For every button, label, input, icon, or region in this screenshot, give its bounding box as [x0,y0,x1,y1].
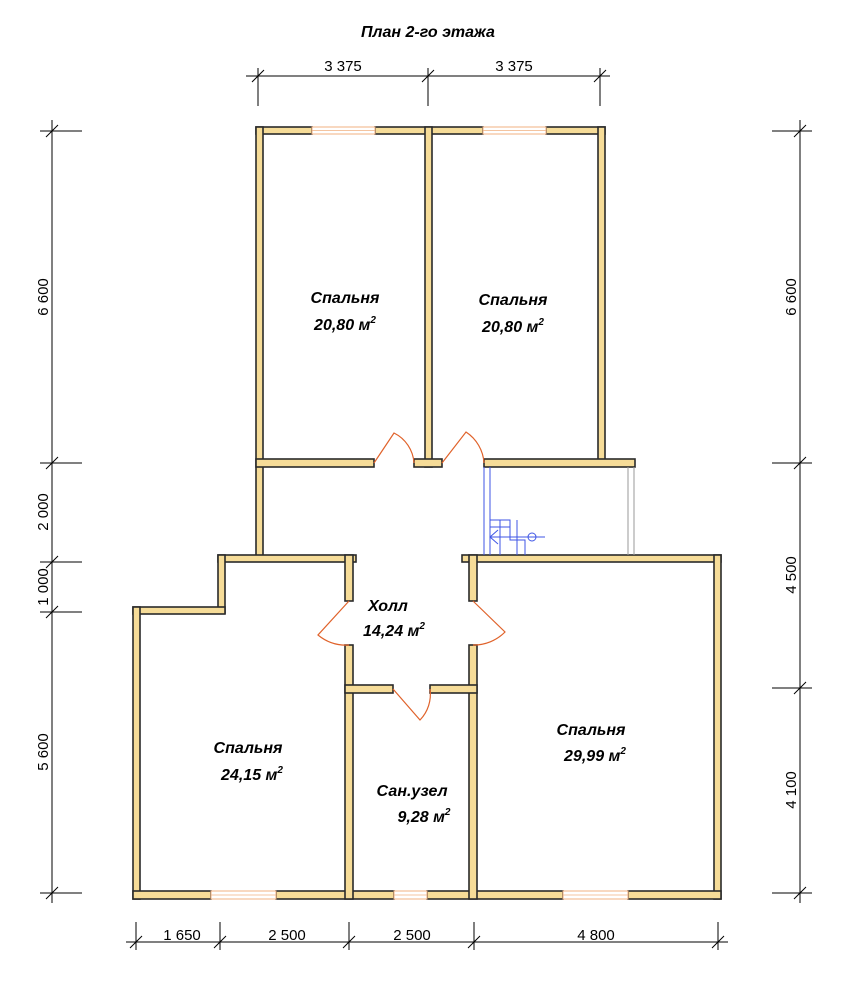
wall-bottom-4 [627,890,722,900]
room-bed1-name: Спальня [311,290,381,307]
wall-hall-left-top [344,554,354,602]
dim-left-2: 2 000 [35,493,52,531]
dim-left-4: 5 600 [35,733,52,771]
wall-top-left-a [255,126,313,135]
wall-hall-left-bottom [344,644,354,900]
dim-left-3: 1 000 [35,568,52,606]
wall-mid-right [461,554,722,563]
wall-left-lower [132,606,141,900]
wall-bottom-2 [275,890,395,900]
wall-right-lower [713,554,722,900]
door-bed1 [373,432,415,464]
wall-hall-right-bottom [468,644,478,900]
dimension-lines [40,68,812,950]
wall-step-vertical [217,554,226,614]
wall-right-upper [597,126,606,463]
wall-bed1-bottom [255,458,375,468]
room-bed1-area: 20,80 м2 [313,315,376,334]
room-hall-area: 14,24 м2 [363,621,425,640]
wall-mid-left [217,554,357,563]
wall-hall-right-top [468,554,478,602]
room-bed2-area: 20,80 м2 [481,317,544,336]
room-bed4-area: 29,99 м2 [563,746,626,765]
wall-top-right-a [545,126,606,135]
dim-bottom-4: 4 800 [577,927,615,944]
dimension-labels: 3 375 3 375 1 650 2 500 2 500 4 800 6 60… [35,58,800,944]
doors [317,431,506,721]
wall-step-horizontal [132,606,226,615]
dim-right-1: 6 600 [783,278,800,316]
wall-wc-top-right [429,684,478,694]
room-bed3-area: 24,15 м2 [220,765,283,784]
room-bed4-name: Спальня [557,722,627,739]
dim-bottom-1: 1 650 [163,927,201,944]
room-bed3-name: Спальня [214,740,284,757]
wall-bottom-1 [132,890,212,900]
wall-mid-bottom [413,458,443,468]
dim-right-2: 4 500 [783,556,800,594]
room-wc-area: 9,28 м2 [398,807,451,826]
dim-top-2: 3 375 [495,58,533,75]
stair [483,467,635,555]
dim-bottom-3: 2 500 [393,927,431,944]
dim-top-1: 3 375 [324,58,362,75]
room-bed2-name: Спальня [479,292,549,309]
room-hall-name: Холл [367,598,408,615]
windows [210,126,629,900]
plan-title: План 2-го этажа [361,24,495,41]
dim-bottom-2: 2 500 [268,927,306,944]
dim-left-1: 6 600 [35,278,52,316]
door-bed2 [441,431,485,464]
door-wc [392,688,431,721]
wall-bottom-3 [426,890,564,900]
wall-wc-top-left [344,684,394,694]
wall-bed2-bottom [483,458,636,468]
wall-left-upper [255,126,264,562]
room-wc-name: Сан.узел [376,783,447,800]
door-hall-right [472,600,506,646]
door-hall-left [317,600,350,646]
room-labels: Спальня 20,80 м2 Спальня 20,80 м2 Холл 1… [214,290,627,826]
wall-middle-vertical [424,126,433,468]
dim-right-3: 4 100 [783,771,800,809]
